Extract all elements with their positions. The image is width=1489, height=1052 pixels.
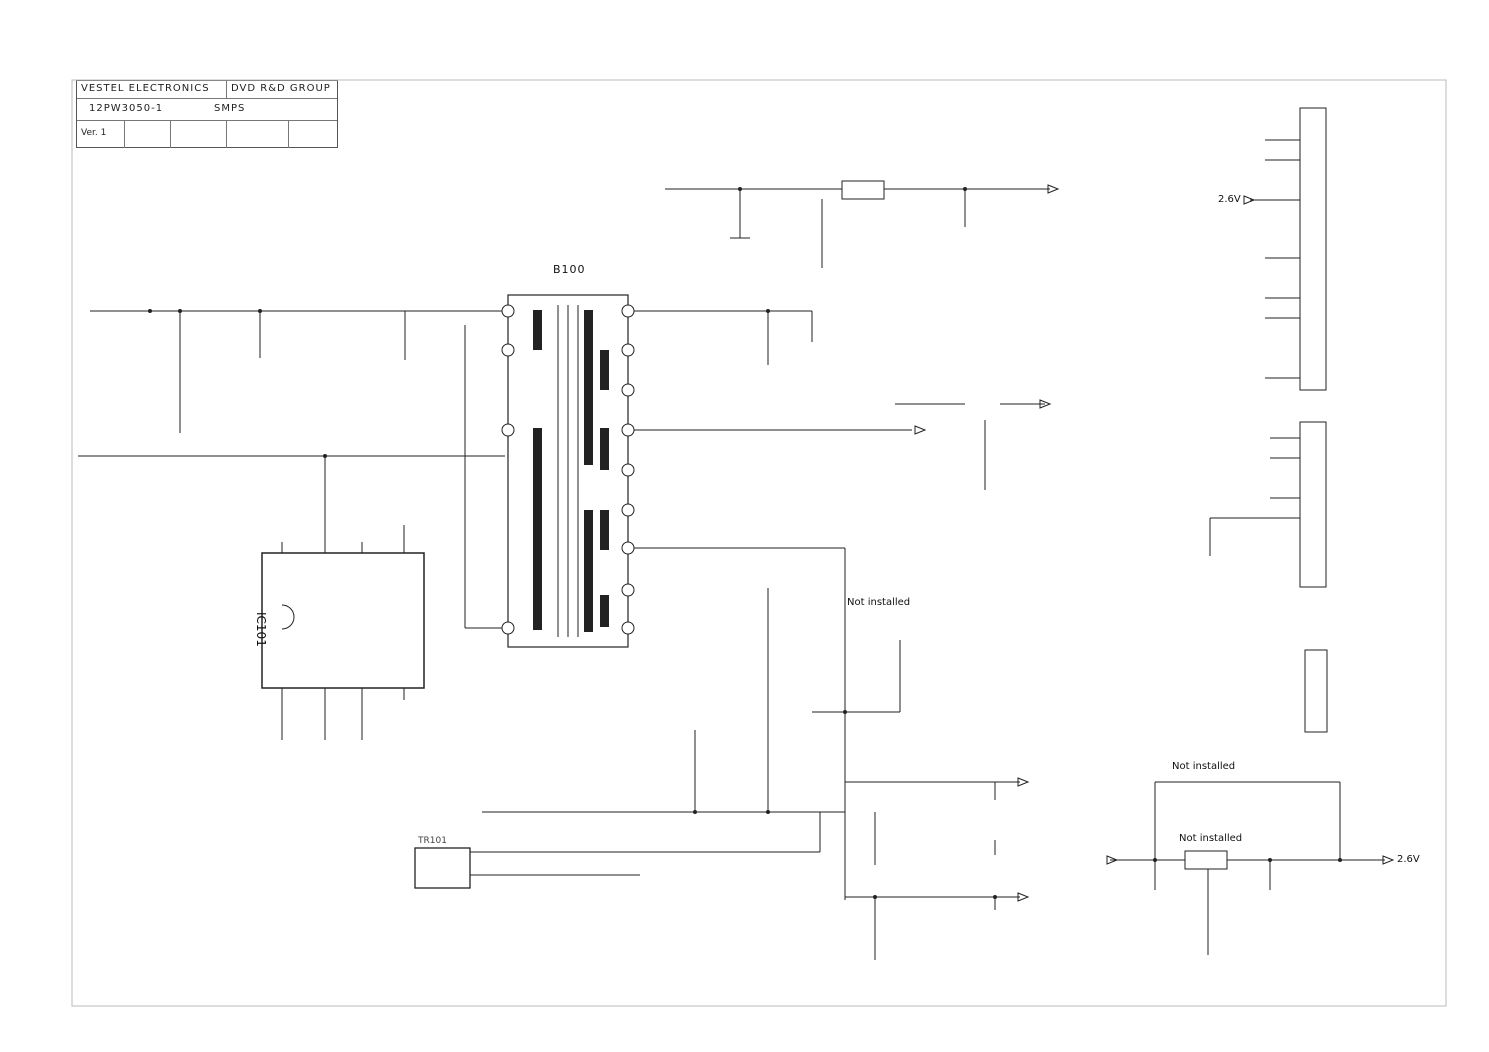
group-name: DVD R&D GROUP <box>231 83 331 94</box>
sheet-name: SMPS <box>214 103 246 114</box>
title-cell-a <box>125 120 171 148</box>
not-installed-label-2: Not installed <box>1172 761 1236 772</box>
not-installed-label-1: Not installed <box>847 597 911 608</box>
version-label: Ver. 1 <box>77 120 125 148</box>
company-name: VESTEL ELECTRONICS <box>77 81 227 98</box>
title-row-1: VESTEL ELECTRONICS DVD R&D GROUP <box>77 81 337 99</box>
title-row-3: Ver. 1 <box>77 120 337 148</box>
not-installed-label-3: Not installed <box>1179 833 1243 844</box>
voltage-label-2v6-right: 2.6V <box>1397 854 1420 865</box>
model-name: 12PW3050-1 <box>89 103 164 114</box>
optocoupler-label: TR101 <box>418 836 447 846</box>
title-cell-c <box>227 120 289 148</box>
title-row-2: 12PW3050-1 SMPS <box>77 98 337 121</box>
title-cell-b <box>171 120 227 148</box>
transformer-label: B100 <box>553 263 586 276</box>
voltage-label-2v6-left: 2.6V <box>1218 194 1241 205</box>
ic-label: IC101 <box>254 612 268 647</box>
